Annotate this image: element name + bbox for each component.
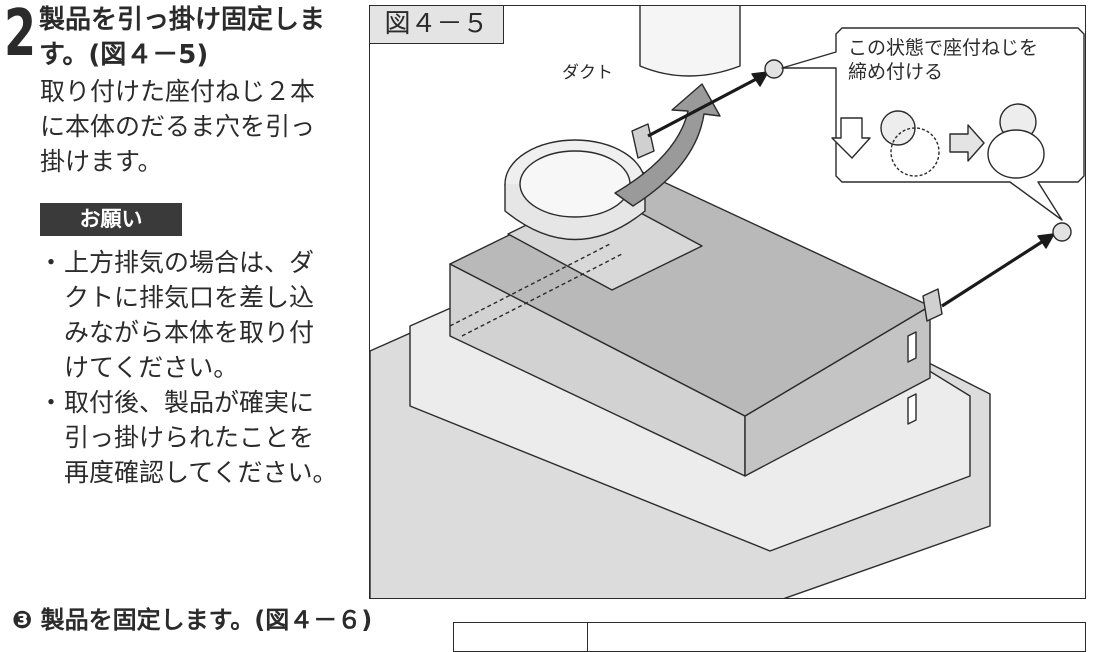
screw-right (1052, 222, 1072, 242)
step-title-line: 製品を引っ掛け固定しま (39, 5, 326, 35)
hanging-bracket-right (922, 288, 943, 322)
notice-item: ・ 取付後、製品が確実に 引っ掛けられたことを 再度確認してください。 (38, 385, 368, 490)
screw-top (764, 59, 784, 79)
duct-label: ダクト (562, 63, 613, 83)
mount-arrow-top (647, 74, 763, 138)
guide-rail (449, 243, 623, 337)
notice-line: けてください。 (64, 353, 239, 382)
notice-line: 再度確認してください。 (64, 458, 338, 487)
next-step-heading: ❸ 製品を固定します。(図４－６) (12, 606, 373, 634)
notice-line: 取付後、製品が確実に (64, 388, 315, 417)
next-figure-label-tab (454, 623, 588, 651)
callout-arrow-right (949, 124, 985, 162)
mount-arrow-top-head (751, 71, 769, 87)
callout-line: この状態で座付ねじを (848, 37, 1039, 59)
notice-list: ・ 上方排気の場合は、ダ クトに排気口を差し込 みながら本体を取り付 けてくださ… (38, 245, 368, 490)
vent-slot (907, 331, 917, 363)
hanging-bracket-left (631, 123, 655, 159)
step-body-line: に本体のだるま穴を引っ (40, 112, 316, 141)
bullet-marker: ・ (38, 388, 64, 417)
notice-line: 上方排気の場合は、ダ (64, 248, 315, 277)
step-title-line: す。(図４－5) (39, 40, 209, 70)
step-body-line: 掛けます。 (40, 147, 163, 176)
notice-badge: お願い (40, 203, 182, 236)
next-figure-frame (453, 622, 1086, 652)
notice-line: みながら本体を取り付 (64, 318, 315, 347)
duct-collar-inner (519, 150, 631, 218)
insert-arrow (614, 83, 721, 207)
figure-label: 図４－５ (370, 6, 504, 44)
step-number: 2 (4, 0, 37, 71)
notice-line: 引っ掛けられたことを (64, 423, 315, 452)
step-body-line: 取り付けた座付ねじ２本 (40, 77, 316, 106)
mount-arrow-right-head (1037, 233, 1055, 249)
duct (639, 6, 741, 77)
figure-frame: 図４－５ ダクト この状態で座付ねじを 締め付ける (369, 5, 1086, 599)
installation-illustration (370, 6, 1085, 598)
callout-line: 締め付ける (848, 61, 944, 83)
step-title: 製品を引っ掛け固定しま す。(図４－5) (39, 3, 359, 73)
step-body: 取り付けた座付ねじ２本 に本体のだるま穴を引っ 掛けます。 (40, 74, 360, 179)
result-keyhole (987, 129, 1045, 179)
notice-line: クトに排気口を差し込 (64, 283, 315, 312)
mount-arrow-right (941, 236, 1049, 308)
callout-text: この状態で座付ねじを 締め付ける (848, 36, 1068, 84)
keyhole-dashed (890, 127, 940, 177)
bullet-marker: ・ (38, 248, 64, 277)
callout-arrow-down (831, 117, 871, 159)
vent-slot (907, 393, 917, 425)
notice-item: ・ 上方排気の場合は、ダ クトに排気口を差し込 みながら本体を取り付 けてくださ… (38, 245, 368, 385)
